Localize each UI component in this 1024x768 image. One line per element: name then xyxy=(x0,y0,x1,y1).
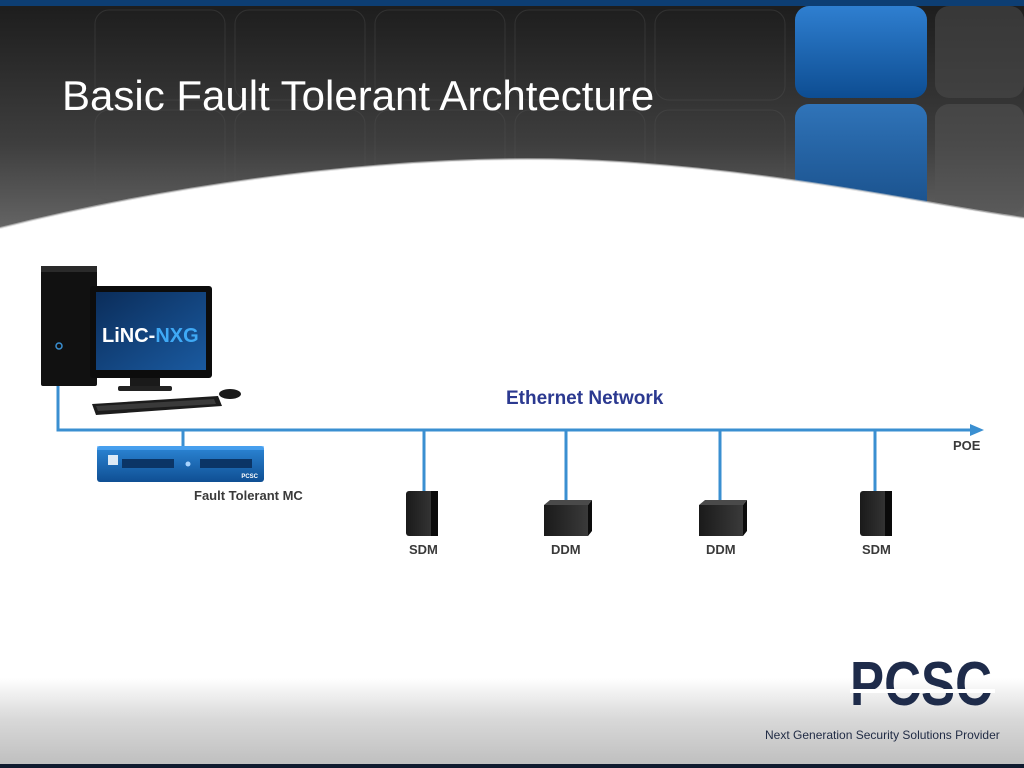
device-label-2: DDM xyxy=(551,542,581,557)
network-arrow-head xyxy=(970,424,984,436)
tagline: Next Generation Security Solutions Provi… xyxy=(765,728,1000,742)
device-ddm-1 xyxy=(544,500,592,536)
device-sdm-1 xyxy=(406,491,438,536)
network-lines xyxy=(56,384,970,505)
fault-tolerant-mc xyxy=(97,446,264,482)
device-label-1: SDM xyxy=(409,542,438,557)
poe-label: POE xyxy=(953,438,981,453)
controller-label: Fault Tolerant MC xyxy=(194,488,303,503)
device-sdm-2 xyxy=(860,491,892,536)
screen-logo: LiNC-NXG xyxy=(102,325,199,347)
device-label-3: DDM xyxy=(706,542,736,557)
footer-edge xyxy=(0,764,1024,768)
slide-title: Basic Fault Tolerant Archtecture xyxy=(62,72,655,119)
workstation xyxy=(41,266,241,415)
device-label-4: SDM xyxy=(862,542,891,557)
pcsc-logo: PCSC xyxy=(850,653,995,713)
header-background xyxy=(0,0,1024,240)
svg-text:PCSC: PCSC xyxy=(850,653,992,713)
network-diagram: LiNC-NXG PCSC xyxy=(41,266,984,536)
controller-badge: PCSC xyxy=(241,474,258,480)
network-label: Ethernet Network xyxy=(506,388,664,409)
device-ddm-2 xyxy=(699,500,747,536)
